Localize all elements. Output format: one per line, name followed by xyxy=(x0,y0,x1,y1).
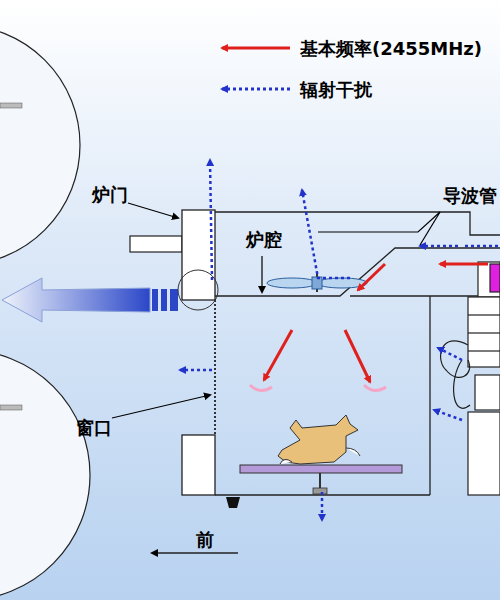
legend-text: 基本频率(2455MHz) xyxy=(300,37,482,61)
wave-arc xyxy=(250,385,386,391)
zoom-circle xyxy=(0,25,90,600)
magnetron xyxy=(441,262,500,495)
oven-foot xyxy=(226,497,240,508)
part-label: 炉门 xyxy=(92,185,128,205)
oven-door xyxy=(130,210,218,495)
radiation-arrow xyxy=(180,160,498,520)
turntable xyxy=(240,465,402,494)
legend-text: 辐射干扰 xyxy=(300,78,372,102)
oven-body xyxy=(215,212,500,495)
part-label: 窗口 xyxy=(76,418,112,438)
food xyxy=(278,415,360,464)
leader-line xyxy=(112,203,440,418)
part-label: 炉腔 xyxy=(246,230,282,250)
legend-sample xyxy=(212,36,296,60)
legend-sample xyxy=(212,77,296,101)
stirrer-fan xyxy=(267,272,367,292)
part-label: 前 xyxy=(196,530,214,550)
part-label: 导波管 xyxy=(443,186,497,206)
microwave-arrow xyxy=(264,264,488,382)
leak-arrow xyxy=(2,278,178,322)
front-arrow xyxy=(152,552,238,554)
